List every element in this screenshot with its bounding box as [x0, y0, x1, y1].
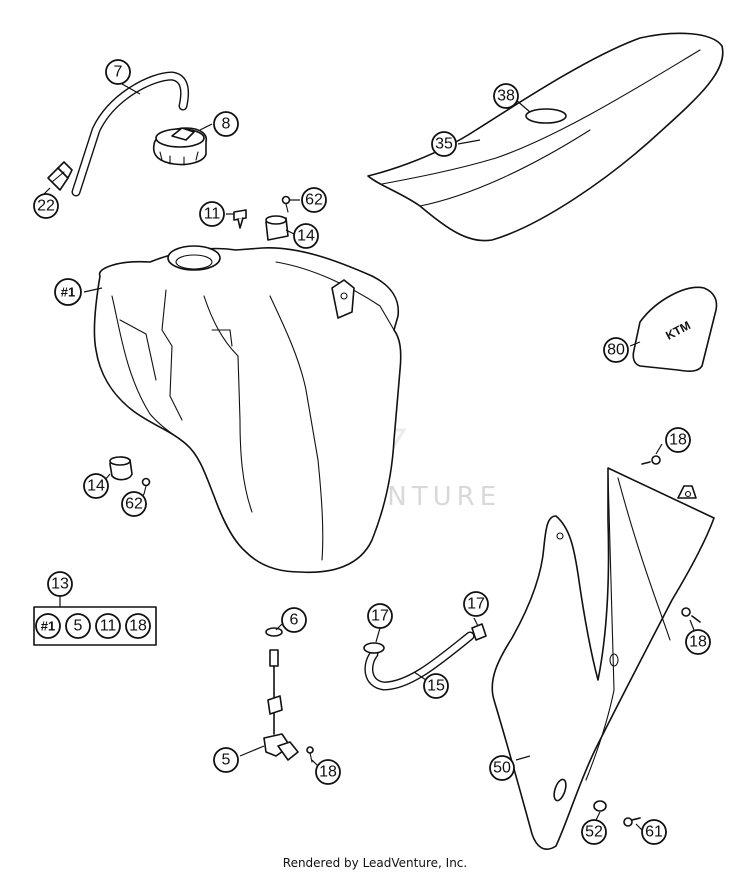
svg-text:14: 14 [297, 228, 315, 245]
callout-50[interactable]: 50 [489, 755, 515, 781]
callout-6[interactable]: 6 [281, 607, 307, 633]
callout-61[interactable]: 61 [641, 819, 667, 845]
tap-screw[interactable] [306, 746, 314, 763]
callout-11[interactable]: 11 [199, 201, 225, 227]
small-screw-top[interactable] [281, 195, 291, 213]
svg-text:61: 61 [645, 824, 663, 841]
callout-18-lower[interactable]: 18 [315, 759, 341, 785]
breather-hose[interactable] [71, 71, 190, 197]
seat-knob[interactable] [525, 108, 567, 124]
fuel-tank[interactable] [93, 245, 402, 574]
screw-top[interactable] [233, 209, 247, 229]
screw-right-middle[interactable] [681, 607, 701, 623]
side-cover[interactable] [491, 467, 715, 850]
callout-62-top[interactable]: 62 [301, 187, 327, 213]
kit-item-11: 11 [95, 613, 121, 639]
seat[interactable] [367, 32, 724, 242]
svg-text:35: 35 [435, 136, 453, 153]
callout-7[interactable]: 7 [105, 59, 131, 85]
svg-text:13: 13 [51, 576, 69, 593]
gasket[interactable] [265, 627, 283, 637]
callout-17-left[interactable]: 17 [367, 603, 393, 629]
svg-text:18: 18 [319, 764, 337, 781]
callout-14-lower[interactable]: 14 [83, 473, 109, 499]
svg-text:50: 50 [493, 760, 511, 777]
svg-text:18: 18 [689, 634, 707, 651]
svg-text:6: 6 [290, 612, 299, 629]
rubber-bushing-top[interactable] [265, 215, 289, 241]
svg-text:11: 11 [204, 206, 221, 223]
svg-text:8: 8 [222, 116, 231, 133]
callout-62-lower[interactable]: 62 [121, 491, 147, 517]
callout-35[interactable]: 35 [431, 131, 457, 157]
decal[interactable]: KTM [632, 286, 718, 372]
kit-item-1: #1 [35, 613, 61, 639]
footer-credit: Rendered by LeadVenture, Inc. [282, 856, 468, 870]
callout-38[interactable]: 38 [493, 83, 519, 109]
small-screw-lower[interactable] [141, 477, 151, 495]
callout-52[interactable]: 52 [581, 819, 607, 845]
kit-item-5: 5 [65, 613, 91, 639]
svg-text:18: 18 [669, 432, 687, 449]
fuel-tap[interactable] [263, 649, 299, 761]
callout-5[interactable]: 5 [213, 747, 239, 773]
svg-text:52: 52 [585, 824, 603, 841]
svg-text:22: 22 [37, 198, 55, 215]
hose-clamp-left[interactable] [363, 642, 385, 654]
svg-text:#1: #1 [41, 619, 55, 634]
hose-valve[interactable] [47, 161, 73, 191]
callout-18-upper[interactable]: 18 [665, 427, 691, 453]
callout-13[interactable]: 13 [47, 571, 73, 597]
svg-text:38: 38 [497, 88, 515, 105]
rubber-bushing-lower[interactable] [109, 456, 133, 481]
screw-bottom[interactable] [623, 817, 641, 827]
svg-text:5: 5 [222, 752, 231, 769]
svg-text:15: 15 [427, 678, 445, 695]
svg-text:80: 80 [607, 342, 625, 359]
screw-right-upper[interactable] [641, 455, 661, 465]
callout-80[interactable]: 80 [603, 337, 629, 363]
svg-text:#1: #1 [61, 285, 75, 300]
callout-8[interactable]: 8 [213, 111, 239, 137]
callout-1[interactable]: #1 [54, 278, 82, 306]
svg-text:62: 62 [305, 192, 323, 209]
callout-17-right[interactable]: 17 [463, 591, 489, 617]
leader-lines [43, 83, 695, 831]
svg-text:17: 17 [371, 608, 389, 625]
svg-text:7: 7 [114, 64, 123, 81]
kit-item-18: 18 [125, 613, 151, 639]
fuel-cap[interactable] [152, 127, 208, 166]
washer[interactable] [593, 800, 607, 812]
svg-text:17: 17 [467, 596, 485, 613]
svg-text:18: 18 [129, 618, 147, 635]
fuel-hose[interactable] [364, 631, 475, 691]
svg-text:11: 11 [100, 618, 117, 635]
callout-22[interactable]: 22 [33, 193, 59, 219]
callout-15[interactable]: 15 [423, 673, 449, 699]
svg-text:62: 62 [125, 496, 143, 513]
callout-18-middle[interactable]: 18 [685, 629, 711, 655]
hose-clamp-right[interactable] [471, 623, 487, 641]
svg-text:14: 14 [87, 478, 105, 495]
callout-14-top[interactable]: 14 [293, 223, 319, 249]
svg-text:5: 5 [74, 618, 83, 635]
